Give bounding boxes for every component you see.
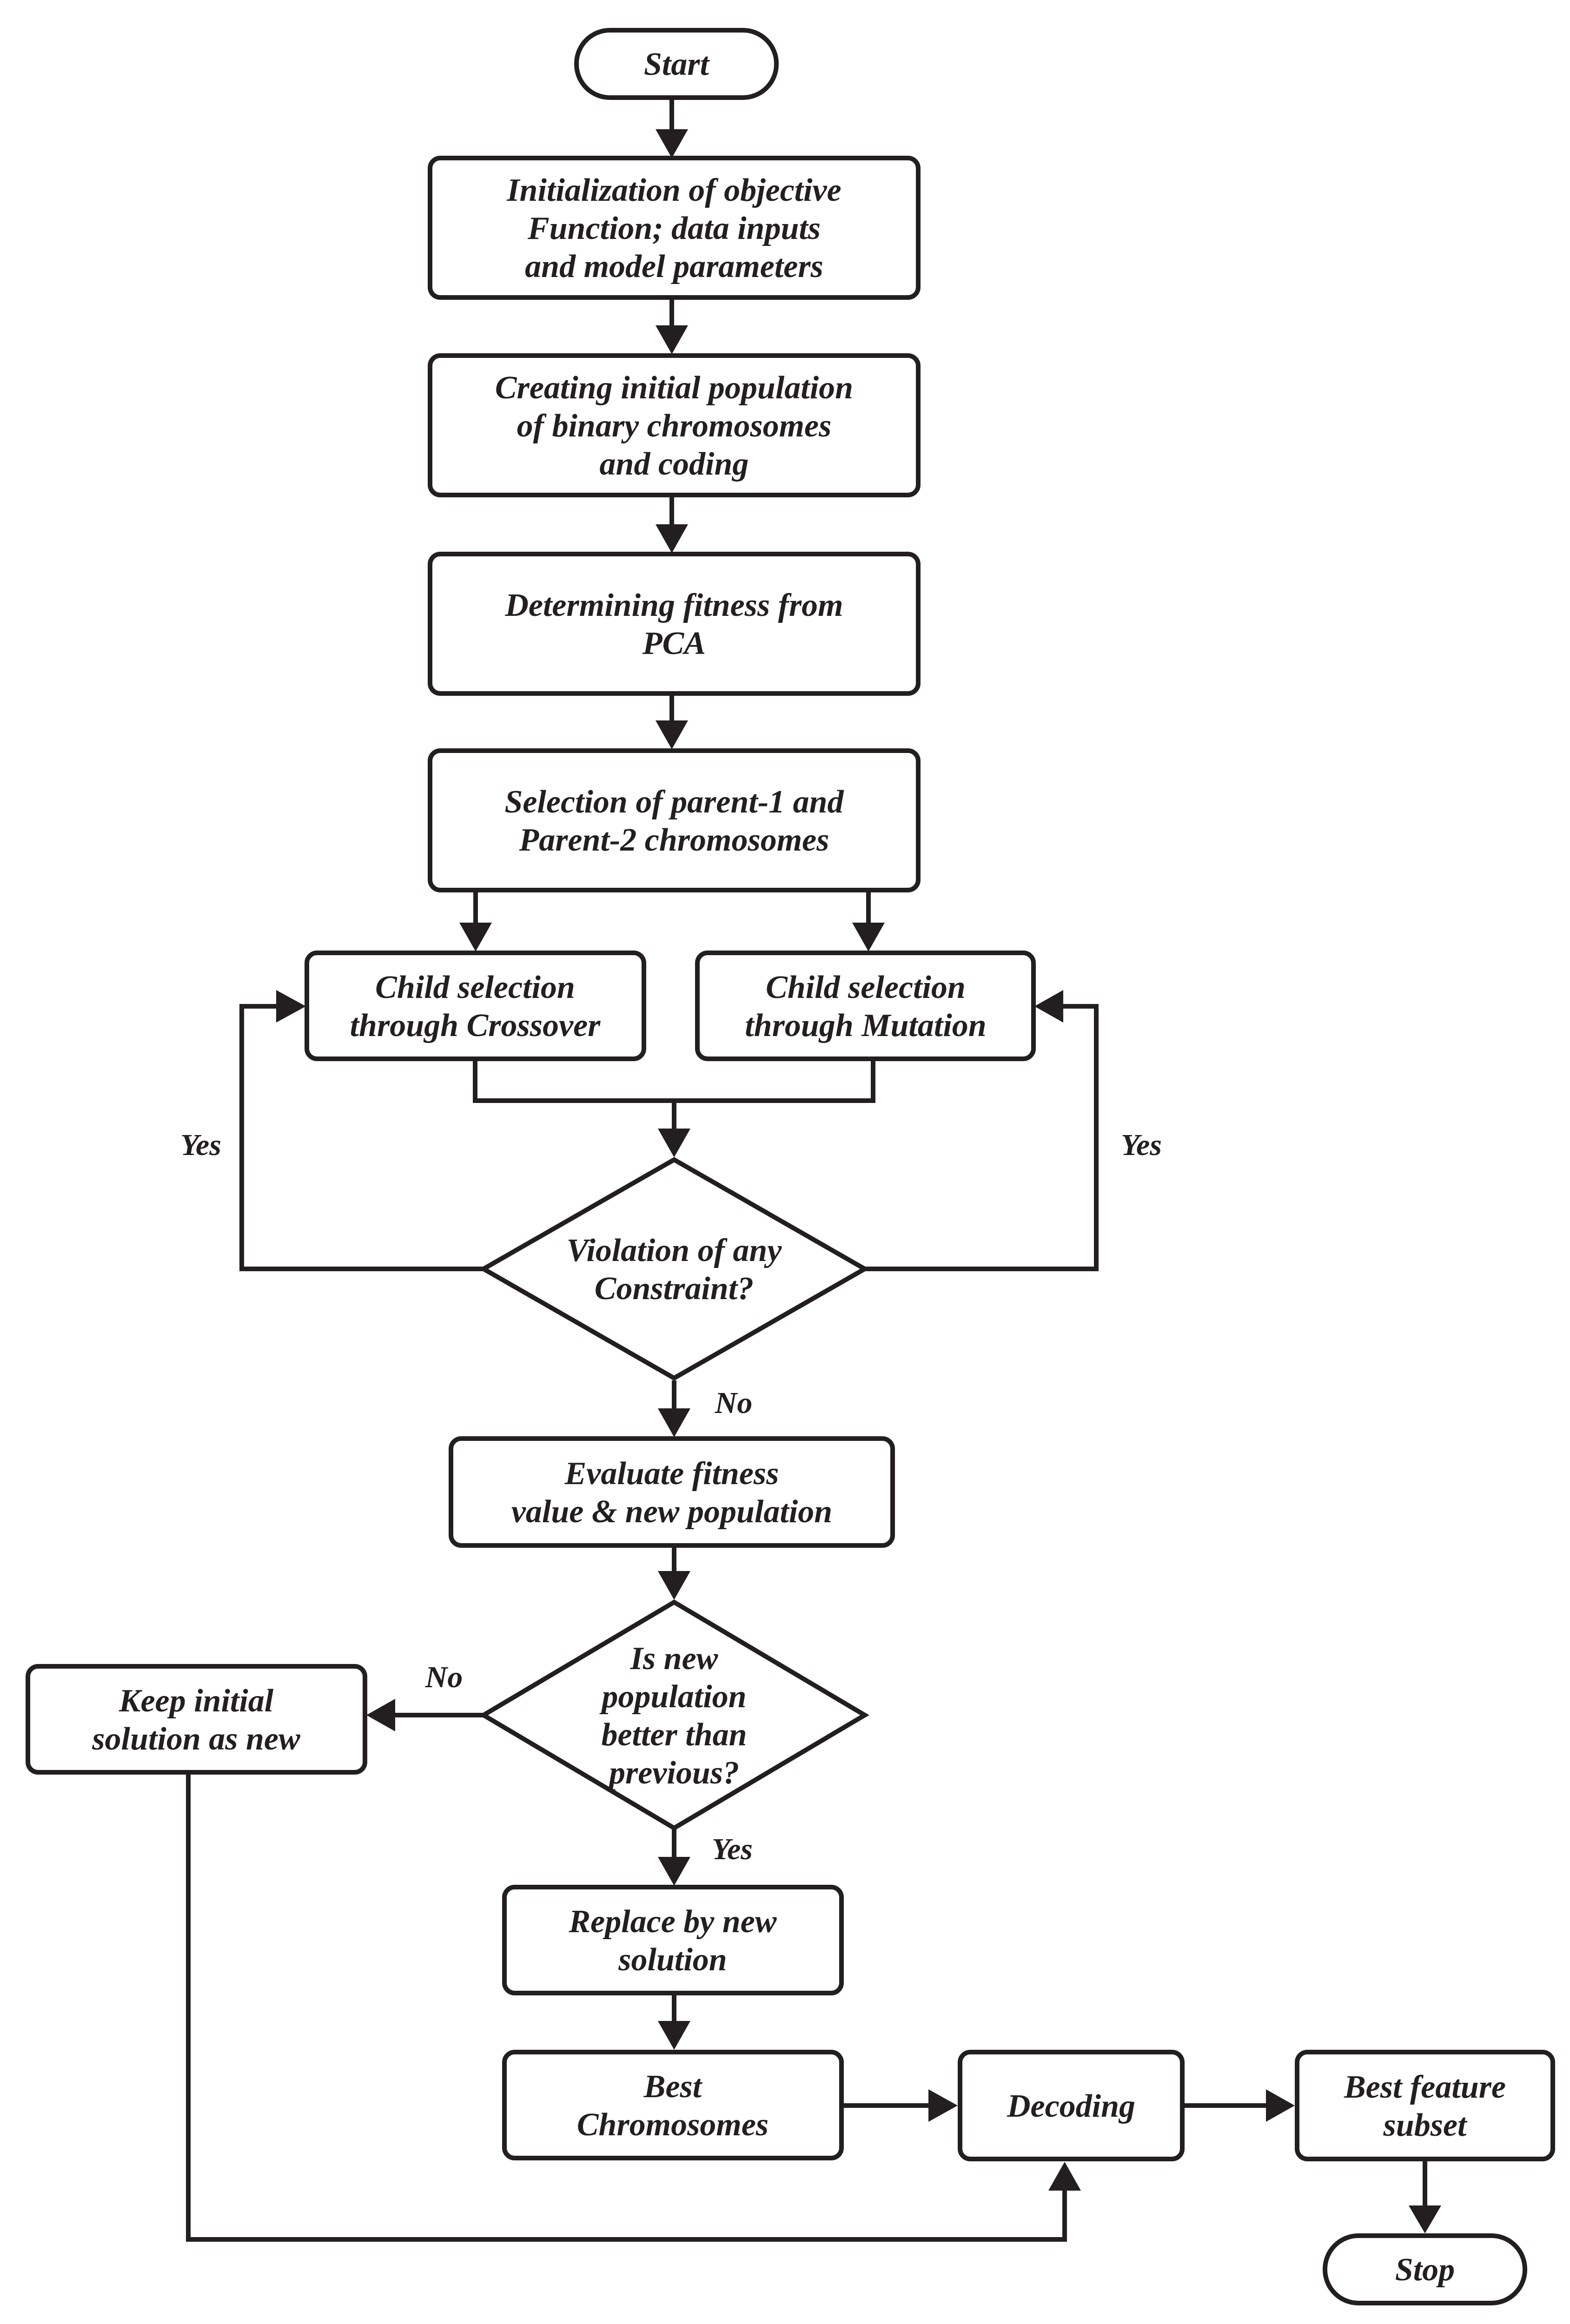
label-line: and coding <box>600 446 749 482</box>
arrowhead <box>658 1857 690 1886</box>
edge-violation-yes-right <box>865 1004 1099 1271</box>
label-line: Determining fitness from <box>504 588 843 623</box>
edge-violation-yes-left <box>239 1004 484 1271</box>
arrowhead <box>658 2021 690 2050</box>
arrowhead <box>459 923 492 951</box>
label-line: Chromosomes <box>577 2107 768 2143</box>
label-line: Constraint? <box>595 1271 754 1307</box>
better-decision <box>479 1599 869 1831</box>
label-line: subset <box>1383 2107 1468 2143</box>
arrowhead <box>658 1129 690 1157</box>
label-line: Keep initial <box>119 1683 274 1719</box>
label-line: and model parameters <box>525 249 823 284</box>
label-line: previous? <box>607 1755 739 1791</box>
decoding-label: Decoding <box>1007 2088 1135 2124</box>
label-line: Child selection <box>766 970 966 1005</box>
connectors <box>186 100 1441 2242</box>
label-line: population <box>599 1679 746 1715</box>
label-line: better than <box>601 1717 747 1753</box>
mutation-box <box>695 951 1036 1061</box>
label-line: solution <box>618 1942 727 1978</box>
arrowhead <box>656 325 688 354</box>
decoding-box <box>958 2050 1185 2161</box>
arrowhead <box>656 720 688 749</box>
label-line: Selection of parent-1 and <box>504 784 844 820</box>
fitness-pca-box <box>428 552 921 696</box>
label-line: of binary chromosomes <box>517 408 832 444</box>
no-better-label: No <box>425 1660 463 1694</box>
label-line: through Crossover <box>350 1008 601 1043</box>
yes-better-label: Yes <box>712 1832 753 1866</box>
label-line: Violation of any <box>567 1233 782 1268</box>
label-line: Replace by new <box>568 1904 776 1940</box>
edge-labels: Yes Yes No No Yes <box>180 1128 1162 1866</box>
arrowhead <box>1409 2205 1441 2233</box>
arrowhead <box>656 129 688 158</box>
replace-box <box>502 1885 844 1995</box>
label-line: Best <box>643 2069 703 2105</box>
create-population-box <box>428 353 921 497</box>
label-line: through Mutation <box>745 1008 986 1043</box>
label-line: Decoding <box>1007 2088 1135 2124</box>
label-line: Function; data inputs <box>527 211 821 246</box>
stop-label: Stop <box>1395 2252 1455 2288</box>
label-line: Initialization of objective <box>506 172 841 208</box>
no-violation-label: No <box>715 1386 753 1420</box>
violation-decision <box>478 1157 870 1381</box>
arrowhead <box>656 524 688 553</box>
evaluate-box <box>449 1436 895 1548</box>
label-line: Evaluate fitness <box>564 1456 779 1492</box>
label-line: Creating initial population <box>495 370 853 406</box>
crossover-box <box>305 951 646 1061</box>
edge-children-merge <box>473 1060 875 1129</box>
edge-keep-decoding <box>186 1773 1067 2242</box>
keep-initial-box <box>26 1664 367 1775</box>
start-terminal <box>574 28 779 100</box>
label-line: Child selection <box>375 970 575 1005</box>
label-line: PCA <box>642 626 706 661</box>
arrowhead <box>852 923 885 951</box>
init-box <box>428 156 921 300</box>
select-parents-box <box>428 748 921 892</box>
yes-left-label: Yes <box>180 1128 221 1162</box>
arrowhead <box>1048 2162 1081 2191</box>
label-line: Stop <box>1395 2252 1455 2288</box>
label-line: Best feature <box>1344 2069 1506 2105</box>
arrowhead <box>1266 2089 1295 2122</box>
label-line: Start <box>644 46 710 82</box>
arrowhead <box>1034 990 1063 1023</box>
arrowhead <box>928 2089 958 2122</box>
stop-terminal <box>1323 2233 1527 2305</box>
arrowhead <box>658 1408 690 1437</box>
arrowhead <box>658 1571 690 1600</box>
label-line: Parent-2 chromosomes <box>519 822 829 858</box>
label-line: Is new <box>630 1641 718 1677</box>
label-line: solution as new <box>92 1721 300 1757</box>
start-label: Start <box>644 46 710 82</box>
best-subset-box <box>1295 2050 1555 2161</box>
arrowhead <box>366 1699 395 1731</box>
label-line: value & new population <box>511 1494 832 1530</box>
yes-right-label: Yes <box>1121 1128 1162 1162</box>
best-chromosomes-box <box>502 2050 844 2160</box>
arrowhead <box>276 990 306 1023</box>
